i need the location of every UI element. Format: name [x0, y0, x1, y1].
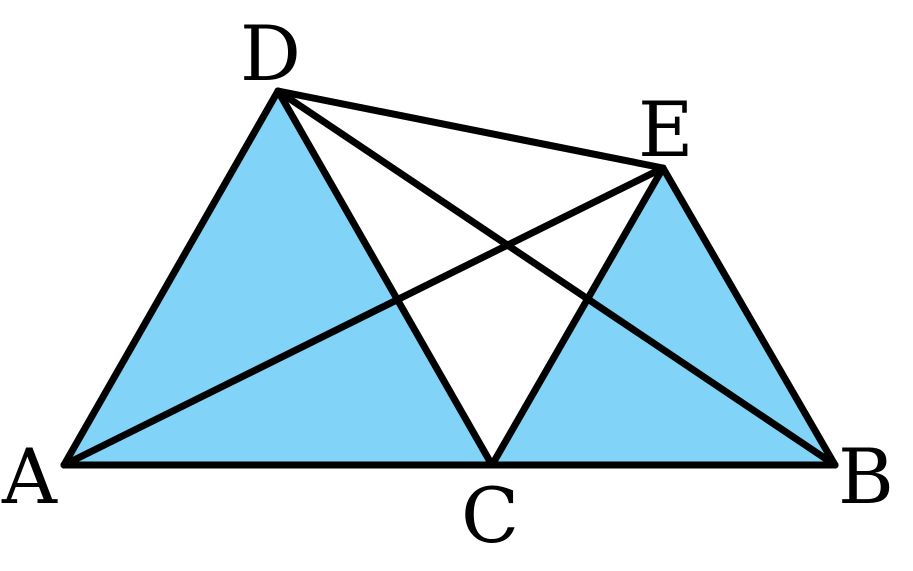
triangle-cbe-fill	[492, 168, 835, 465]
segment-dc	[274, 87, 496, 469]
segment-db	[274, 87, 839, 469]
triangle-acd-fill	[64, 91, 492, 465]
segment-ce	[488, 164, 667, 469]
segment-ae	[60, 164, 667, 469]
segment-ad	[60, 87, 282, 469]
point-label-c: C	[461, 471, 519, 560]
point-label-d: D	[240, 9, 301, 98]
segment-eb	[659, 164, 839, 469]
point-label-a: A	[1, 432, 58, 521]
point-label-b: B	[838, 432, 894, 521]
inner-white-region	[398, 244, 590, 465]
segment-de	[274, 87, 667, 172]
point-label-e: E	[638, 85, 693, 174]
